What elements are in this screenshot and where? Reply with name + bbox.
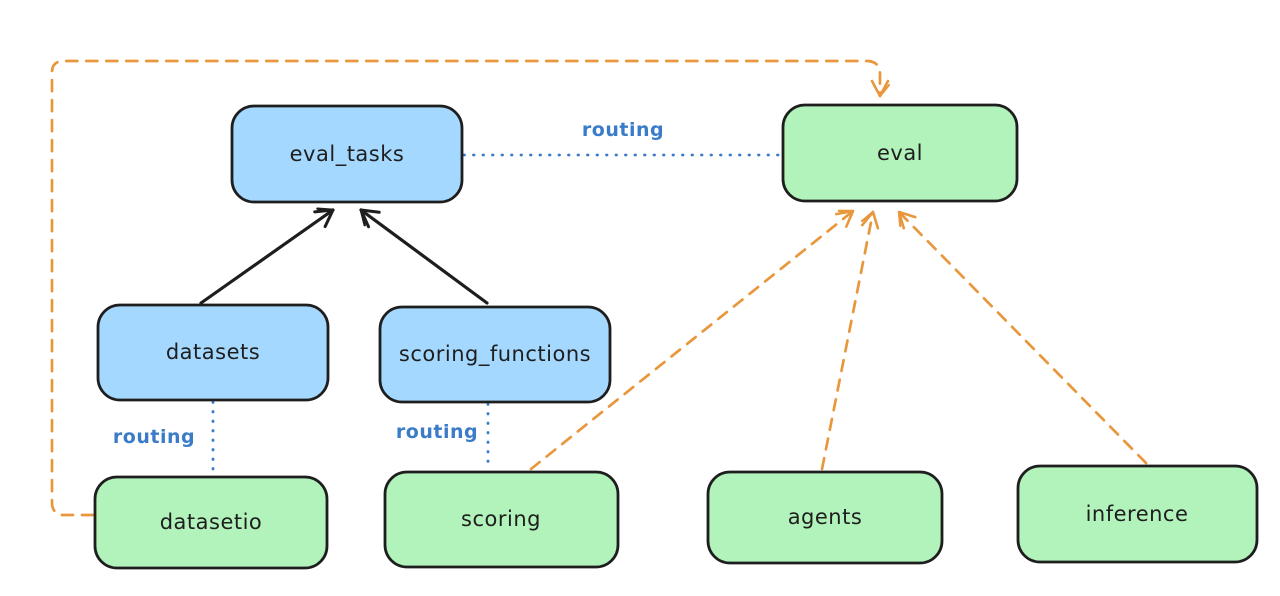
edge-datasets-to-eval-tasks: [199, 207, 335, 305]
routing-label-left: routing: [113, 426, 195, 448]
node-agents: agents: [706, 470, 944, 565]
routing-label-mid: routing: [396, 421, 478, 443]
node-datasetio-label: datasetio: [160, 510, 263, 534]
node-scoring-box: [383, 470, 620, 569]
node-eval-tasks-label: eval_tasks: [290, 142, 405, 167]
node-agents-box: [706, 470, 944, 565]
node-eval-tasks-box: [230, 104, 464, 204]
node-datasets-label: datasets: [166, 340, 260, 364]
edge-inference-to-eval: [897, 210, 1148, 465]
node-eval: eval: [781, 103, 1019, 203]
node-inference: inference: [1016, 464, 1259, 564]
node-datasetio-box: [93, 475, 329, 570]
edge-scoring-functions-to-eval-tasks: [359, 208, 489, 305]
node-datasets-box: [96, 303, 330, 402]
node-scoring-label: scoring: [461, 507, 541, 531]
node-scoring-functions-label: scoring_functions: [399, 342, 591, 367]
routing-label-top: routing: [582, 119, 664, 141]
node-agents-label: agents: [788, 505, 863, 529]
node-scoring: scoring: [383, 470, 620, 569]
node-eval-label: eval: [877, 141, 923, 165]
edge-datasetio-to-eval: [50, 59, 891, 517]
node-eval-box: [781, 103, 1019, 203]
node-datasets: datasets: [96, 303, 330, 402]
node-scoring-functions-box: [378, 305, 612, 404]
node-inference-label: inference: [1086, 502, 1189, 526]
edge-scoring-to-eval: [529, 209, 855, 471]
node-inference-box: [1016, 464, 1259, 564]
node-scoring-functions: scoring_functions: [378, 305, 612, 404]
node-eval-tasks: eval_tasks: [230, 104, 464, 204]
edge-agents-to-eval: [820, 210, 880, 471]
node-datasetio: datasetio: [93, 475, 329, 570]
